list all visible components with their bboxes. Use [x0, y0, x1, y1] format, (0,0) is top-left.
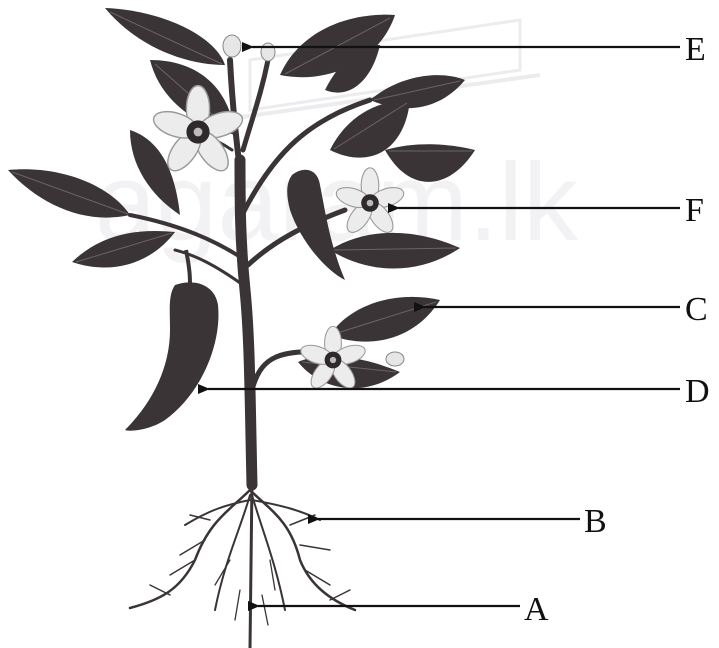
- pointer-arrows: [208, 47, 680, 606]
- label-C: C: [685, 291, 708, 328]
- label-D: D: [685, 373, 710, 410]
- root-system: [130, 480, 355, 648]
- bud-right: [386, 352, 404, 366]
- label-B: B: [584, 503, 607, 540]
- label-A: A: [524, 591, 549, 628]
- label-E: E: [685, 31, 706, 68]
- chilli-fruit-large: [125, 282, 218, 430]
- label-F: F: [685, 192, 704, 229]
- part-labels: E F C D B A: [524, 31, 710, 628]
- bud-top-1: [223, 35, 241, 57]
- bud-top-2: [261, 43, 275, 61]
